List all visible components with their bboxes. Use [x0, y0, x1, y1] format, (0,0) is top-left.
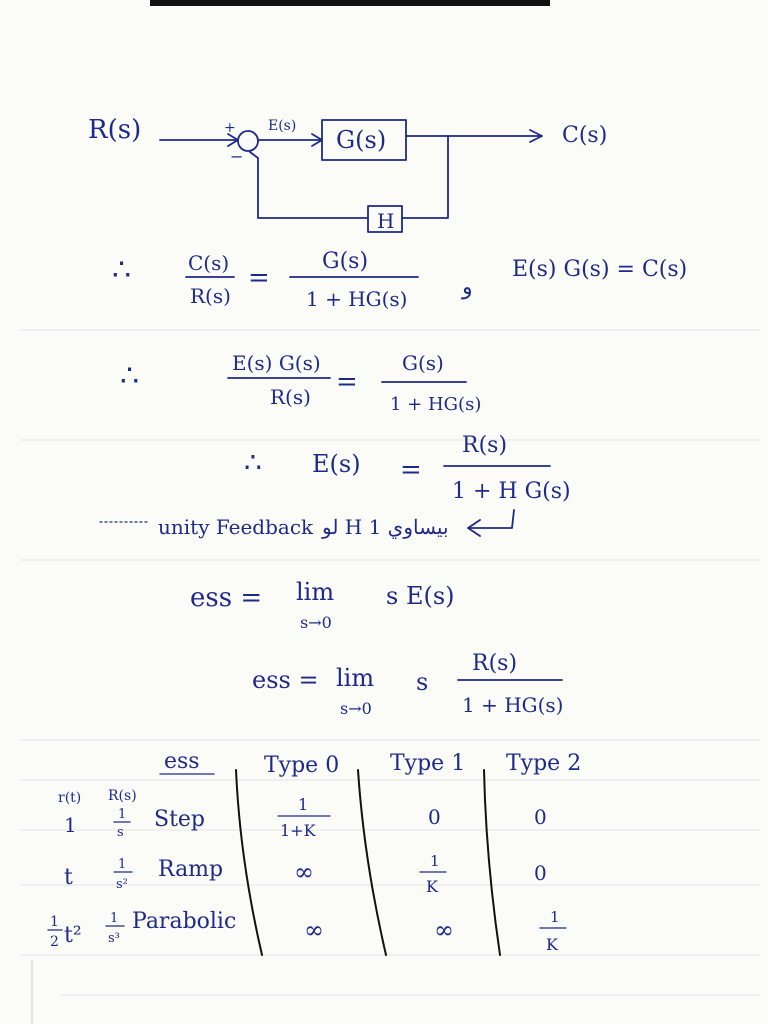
note-arrow	[469, 509, 515, 529]
col-rt-label: r(t)	[58, 790, 81, 806]
row3-t0: ∞	[304, 916, 324, 944]
equation-2: ∴ E(s) G(s) R(s) = G(s) 1 + HG(s)	[120, 351, 481, 415]
feedback-block	[367, 205, 403, 233]
row1-rt: 1	[64, 813, 77, 837]
summing-junction	[237, 130, 259, 152]
row3-t1: ∞	[434, 916, 454, 944]
header-type2: Type 2	[506, 751, 581, 776]
minus-sign: −	[230, 147, 243, 166]
row3-rt-var: t²	[64, 923, 82, 948]
input-label: R(s)	[88, 115, 141, 145]
table-row: t 1 s² Ramp ∞ 1 K 0	[64, 852, 547, 896]
ess-limit-2: ess = lim s→0 s R(s) 1 + HG(s)	[252, 651, 563, 718]
eq2-lhs-den: R(s)	[270, 385, 311, 409]
row1-rs-num: 1	[118, 807, 126, 822]
ess2-lim: lim	[336, 664, 374, 692]
row3-t2-num: 1	[550, 908, 560, 926]
block-diagram: R(s) + − E(s) G(s) C(s) H	[88, 115, 607, 233]
forward-label: G(s)	[336, 126, 386, 154]
scan-top-edge	[150, 0, 550, 6]
forward-block	[321, 119, 407, 161]
row2-t0: ∞	[294, 858, 314, 886]
row2-name: Ramp	[158, 857, 223, 882]
row1-rs-den: s	[117, 825, 124, 840]
row3-name: Parabolic	[132, 909, 236, 934]
table-corner: ess	[164, 749, 200, 774]
eq2-rhs-den: 1 + HG(s)	[390, 394, 481, 415]
ess1-rhs: s E(s)	[386, 582, 455, 610]
table-row: 1 1 s Step 1 1+K 0 0	[64, 795, 547, 840]
eq1-rhs-num: G(s)	[322, 249, 368, 274]
error-label: E(s)	[268, 118, 296, 134]
eq3-equals: =	[400, 455, 422, 485]
eq1-aside: E(s) G(s) = C(s)	[512, 257, 687, 282]
eq1-equals: =	[248, 263, 270, 293]
row3-t2-den: K	[546, 935, 559, 954]
eq3-rhs-den: 1 + H G(s)	[452, 479, 571, 504]
row2-rs-den: s²	[116, 877, 128, 892]
eq1-separator: و	[461, 275, 473, 300]
divider-2	[357, 769, 387, 956]
output-label: C(s)	[562, 123, 607, 148]
header-type0: Type 0	[264, 753, 339, 778]
eq3-lhs: E(s)	[312, 450, 361, 478]
row3-rt-num: 1	[50, 914, 59, 930]
row1-t2: 0	[534, 805, 547, 829]
ess2-lhs: ess =	[252, 666, 319, 694]
table-row: 1 2 t² 1 s³ Parabolic ∞ ∞ 1 K	[47, 908, 567, 954]
equation-1: ∴ C(s) R(s) = G(s) 1 + HG(s) و E(s) G(s)…	[112, 249, 687, 311]
eq2-equals: =	[336, 367, 358, 397]
ess-limit-1: ess = lim s→0 s E(s)	[190, 578, 455, 632]
row3-rt-den: 2	[50, 934, 59, 950]
row3-rs-den: s³	[108, 931, 120, 946]
ess2-mult: s	[416, 668, 428, 696]
col-rs-label: R(s)	[108, 788, 137, 804]
therefore-3: ∴	[244, 446, 262, 479]
row2-t1-den: K	[426, 877, 439, 896]
eq1-lhs-den: R(s)	[190, 284, 231, 308]
divider-1	[235, 769, 263, 956]
therefore-1: ∴	[112, 253, 131, 288]
ess1-lhs: ess =	[190, 583, 262, 613]
eq3-rhs-num: R(s)	[462, 433, 507, 458]
eq2-lhs-num: E(s) G(s)	[232, 351, 321, 375]
divider-3	[483, 769, 501, 956]
row3-rs-num: 1	[110, 911, 118, 926]
row1-t1: 0	[428, 805, 441, 829]
ess2-rhs-den: 1 + HG(s)	[462, 693, 563, 717]
plus-sign: +	[224, 120, 236, 136]
equation-3: ∴ E(s) = R(s) 1 + H G(s)	[244, 433, 571, 504]
note-english: unity Feedback	[158, 515, 314, 539]
notebook-rules	[20, 329, 760, 1024]
row1-t0-den: 1+K	[280, 821, 317, 840]
row1-t0-num: 1	[298, 795, 308, 814]
note-arabic: لو H بيساوي 1	[321, 515, 449, 539]
feedback-label: H	[377, 209, 394, 233]
ess1-sub: s→0	[300, 613, 332, 632]
row2-rs-num: 1	[118, 857, 126, 872]
therefore-2: ∴	[120, 359, 139, 394]
error-table: ess Type 0 Type 1 Type 2 r(t) R(s) 1 1 s…	[47, 749, 581, 956]
ess2-rhs-num: R(s)	[472, 651, 517, 676]
row2-t1-num: 1	[430, 852, 440, 870]
eq1-rhs-den: 1 + HG(s)	[306, 287, 407, 311]
ess2-sub: s→0	[340, 699, 372, 718]
row2-t2: 0	[534, 861, 547, 885]
unity-feedback-note: unity Feedback لو H بيساوي 1	[99, 509, 515, 539]
eq2-rhs-num: G(s)	[402, 351, 444, 375]
row2-rt: t	[64, 865, 73, 890]
eq1-lhs-num: C(s)	[188, 251, 229, 275]
ess1-lim: lim	[296, 578, 334, 606]
header-type1: Type 1	[390, 751, 465, 776]
row1-name: Step	[154, 807, 205, 832]
